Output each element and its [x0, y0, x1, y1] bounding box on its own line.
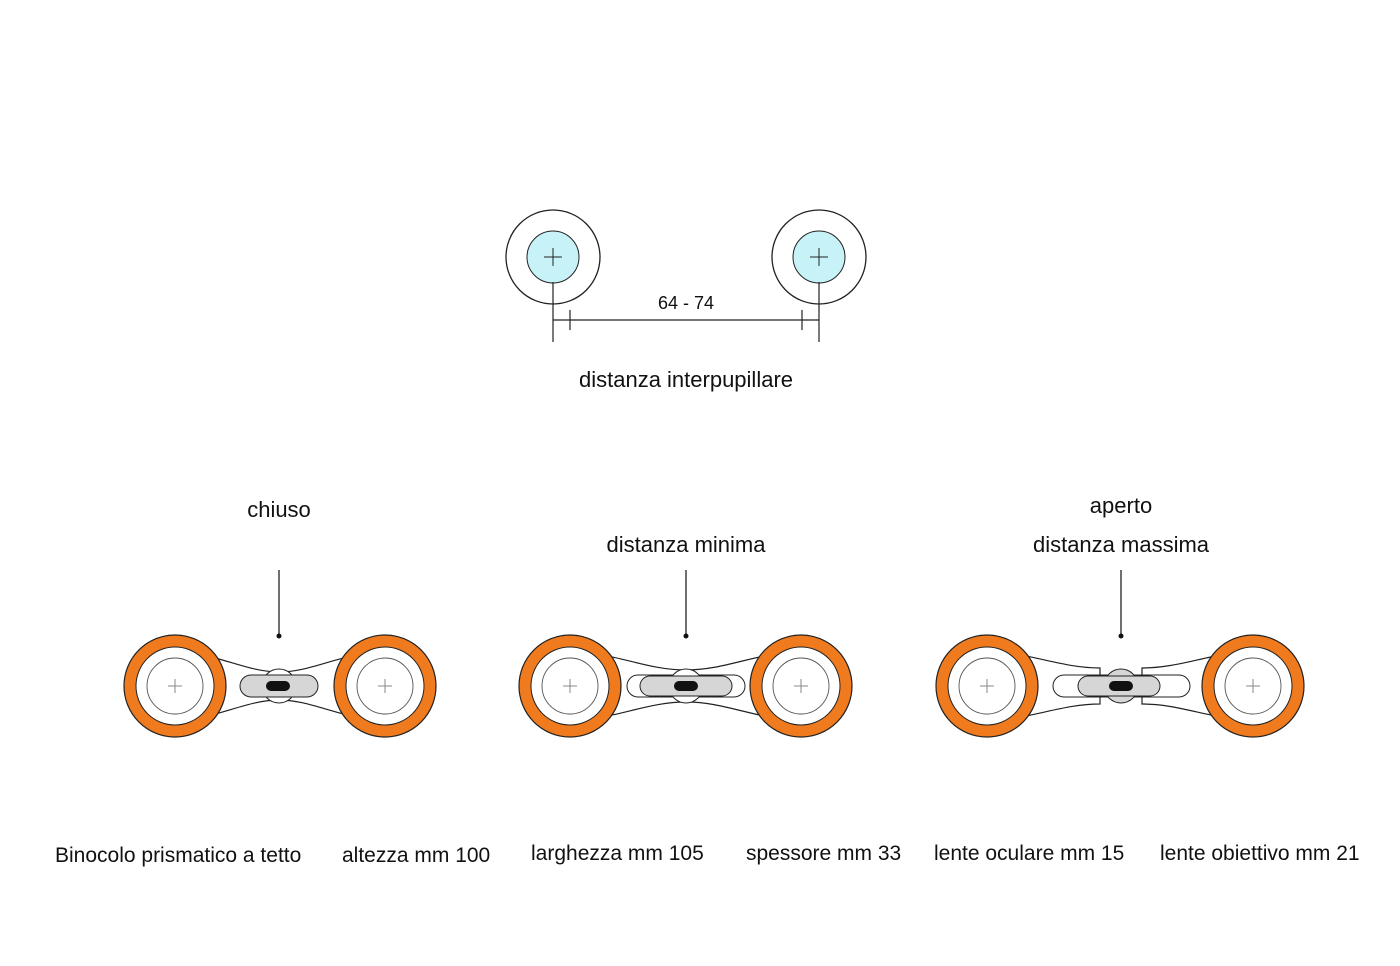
barrel-right	[1201, 634, 1305, 738]
spec-objective-lens: lente obiettivo mm 21	[1160, 842, 1360, 865]
barrel-left	[123, 634, 227, 738]
interpupillary-diagram: 64 - 74 distanza interpupillare	[505, 209, 867, 392]
hinge-pin	[266, 681, 290, 691]
interpupillary-caption: distanza interpupillare	[579, 367, 793, 392]
dimension-line	[552, 282, 820, 342]
state-label-maximum: distanza massima	[1033, 532, 1210, 557]
state-label-closed: chiuso	[247, 497, 311, 522]
hinge-pin	[1109, 681, 1133, 691]
pointer-dot	[683, 633, 689, 639]
eyepiece-left	[505, 209, 601, 305]
measurement-label: 64 - 74	[658, 293, 714, 313]
binocular-minimum: distanza minima	[518, 532, 853, 738]
spec-height: altezza mm 100	[342, 844, 490, 867]
hinge-pin	[674, 681, 698, 691]
spec-product: Binocolo prismatico a tetto	[55, 844, 301, 867]
binocular-open: aperto distanza massima	[935, 493, 1305, 738]
spec-thickness: spessore mm 33	[746, 842, 901, 865]
barrel-right	[749, 634, 853, 738]
spec-eyepiece-lens: lente oculare mm 15	[934, 842, 1124, 865]
binocular-closed: chiuso	[123, 497, 437, 738]
spec-width: larghezza mm 105	[531, 842, 704, 865]
barrel-left	[935, 634, 1039, 738]
pointer-dot	[276, 633, 282, 639]
specs-row: Binocolo prismatico a tetto altezza mm 1…	[55, 842, 1360, 867]
state-label-minimum: distanza minima	[607, 532, 767, 557]
state-label-open: aperto	[1090, 493, 1152, 518]
barrel-left	[518, 634, 622, 738]
pointer-dot	[1118, 633, 1124, 639]
barrel-right	[333, 634, 437, 738]
